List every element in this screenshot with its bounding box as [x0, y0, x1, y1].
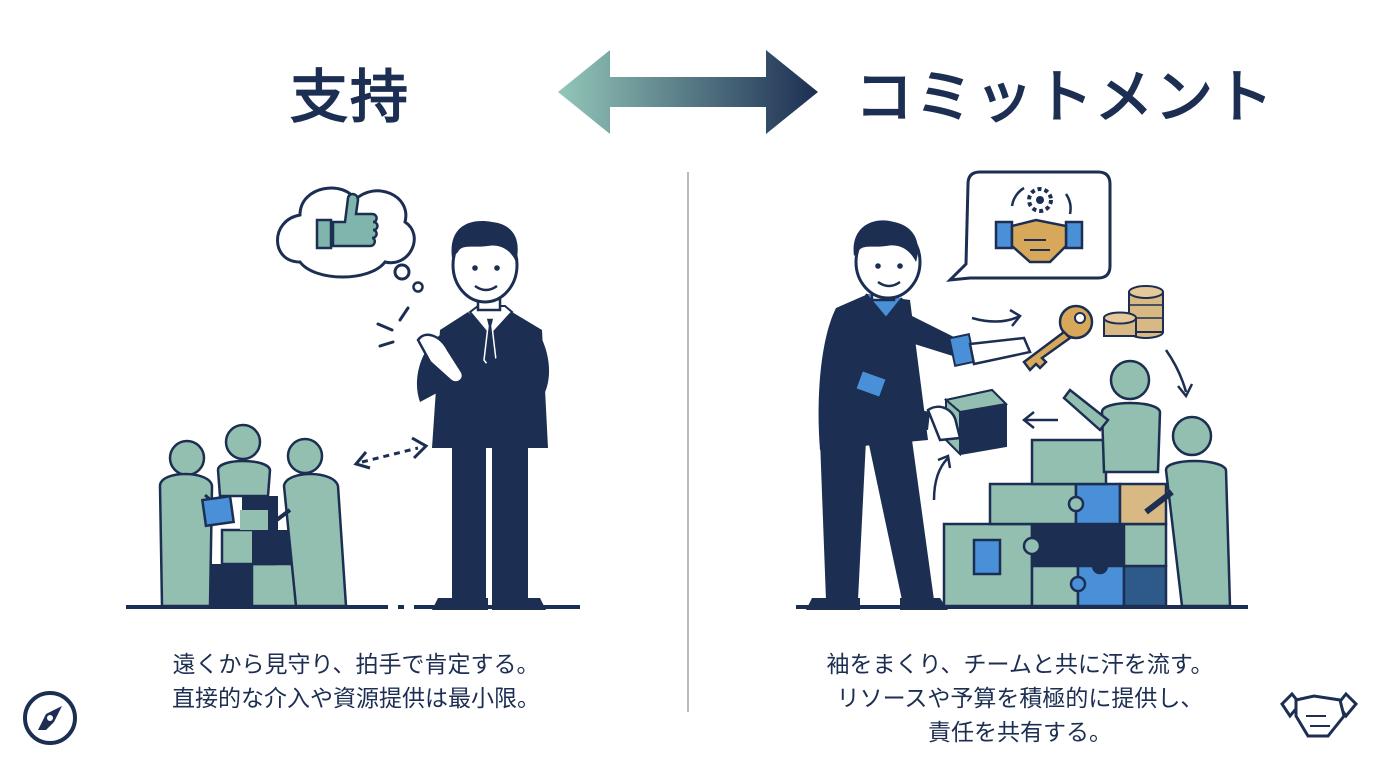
thought-bubble — [276, 186, 424, 293]
right-caption-line-1: 袖をまくり、チームと共に汗を流す。 — [826, 652, 1214, 678]
right-caption: 袖をまくり、チームと共に汗を流す。 リソースや予算を積極的に提供し、 責任を共有… — [802, 648, 1238, 750]
left-title: 支持 — [290, 63, 411, 131]
right-caption-line-3: 責任を共有する。 — [928, 720, 1112, 746]
businessman-clapping — [416, 221, 550, 610]
thumbs-up-icon — [315, 192, 379, 250]
businessman-rolling-sleeves — [806, 220, 1032, 610]
right-scene — [796, 170, 1248, 610]
distance-arrow-icon — [353, 436, 429, 470]
left-caption: 遠くから見守り、拍手で肯定する。 直接的な介入や資源提供は最小限。 — [146, 648, 566, 716]
double-arrow-icon — [558, 50, 818, 134]
team-group — [158, 423, 348, 608]
gear-icon — [1027, 187, 1053, 213]
right-title: コミットメント — [855, 63, 1276, 131]
speech-bubble — [945, 170, 1112, 282]
handshake-icon — [1280, 691, 1359, 738]
right-caption-line-2: リソースや予算を積極的に提供し、 — [836, 686, 1204, 712]
compass-icon — [23, 691, 77, 745]
left-caption-line-1: 遠くから見守り、拍手で肯定する。 — [172, 652, 540, 678]
key-icon — [1022, 304, 1094, 372]
handshake-illustration — [994, 218, 1084, 264]
team-members — [1062, 359, 1232, 608]
coins-icon — [1103, 285, 1164, 339]
puzzle-blocks — [942, 438, 1168, 608]
flow-arrows — [932, 308, 1194, 501]
left-scene — [126, 186, 580, 610]
left-caption-line-2: 直接的な介入や資源提供は最小限。 — [172, 686, 540, 712]
